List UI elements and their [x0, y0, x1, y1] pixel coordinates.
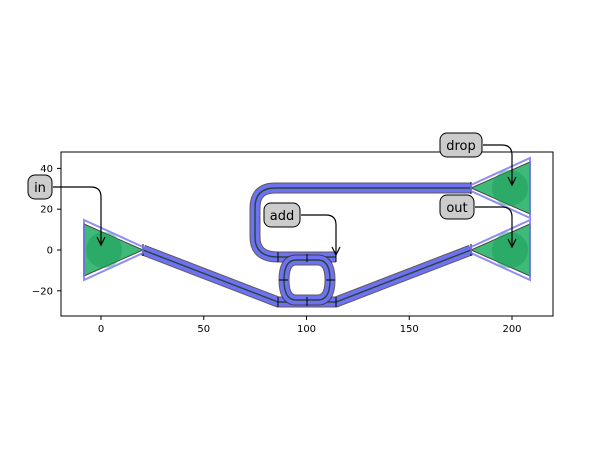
x-tick-label: 0 [98, 324, 104, 335]
x-tick-label: 100 [297, 324, 316, 335]
ring-resonator-core [283, 259, 331, 301]
annotation-add: add [263, 202, 341, 257]
arrow-head-icon [507, 176, 517, 187]
grating-coupler-in-clad [83, 218, 144, 282]
grating-coupler-out-grating-lines [492, 232, 528, 268]
port-label-in: in [34, 181, 46, 196]
annotation-arrow [301, 214, 337, 255]
arrow-head-icon [507, 238, 517, 249]
annotation-drop: drop [439, 132, 517, 187]
label-box [27, 174, 53, 200]
axes-frame [60, 151, 554, 317]
grating-coupler-in-grating-lines [86, 232, 122, 268]
x-tick-label: 150 [400, 324, 419, 335]
arrow-head-icon [96, 236, 106, 247]
arrow-head-icon [331, 246, 341, 257]
port-label-add: add [270, 209, 294, 224]
x-tick-label: 200 [502, 324, 521, 335]
grating-coupler-drop-grating-lines [492, 170, 528, 206]
annotation-in: in [27, 174, 106, 247]
label-box [263, 202, 301, 228]
port-label-drop: drop [446, 139, 476, 154]
annotation-out: out [439, 194, 517, 249]
y-tick-label: 0 [47, 246, 53, 257]
grating-coupler-out-clad [470, 218, 531, 282]
annotation-arrow [475, 206, 513, 247]
annotation-arrow [53, 186, 102, 245]
port-label-out: out [446, 201, 467, 216]
x-tick-label: 50 [197, 324, 210, 335]
port-annotations: in add drop out [27, 132, 517, 257]
label-box [439, 194, 475, 220]
y-tick-label: −20 [32, 286, 53, 297]
ring-resonator [279, 255, 335, 305]
y-tick-label: 40 [40, 164, 53, 175]
y-tick-label: 20 [40, 205, 53, 216]
circuit-devices [83, 156, 531, 308]
annotation-arrow [483, 144, 513, 185]
label-box [439, 132, 483, 158]
grating-coupler-drop-clad [470, 156, 531, 220]
drop-waveguide-core [254, 187, 471, 258]
